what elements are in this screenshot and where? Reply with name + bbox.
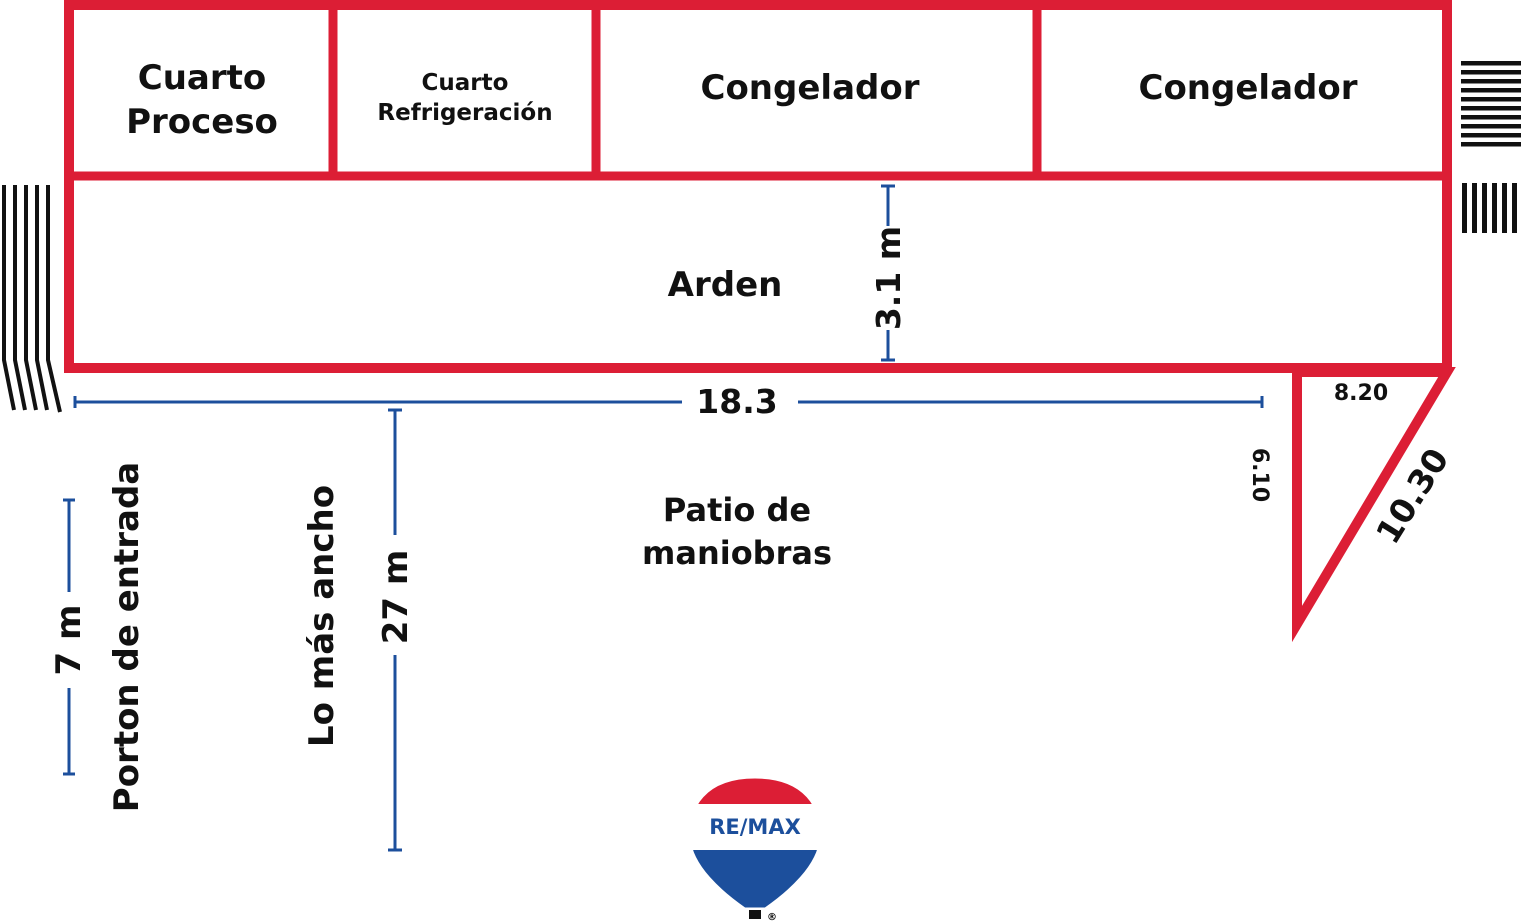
gate-label: Porton de entrada <box>107 462 147 812</box>
right-stripes-vertical <box>1462 183 1517 233</box>
right-stripe-h <box>1461 142 1521 147</box>
dimension-lines <box>63 184 1264 852</box>
right-stripe-v <box>1472 183 1477 233</box>
registered-mark: ® <box>767 912 777 923</box>
cuarto-proceso-label-2: Proceso <box>126 102 278 142</box>
congelador-2-label: Congelador <box>1139 68 1358 108</box>
left-gate-stripes <box>2 185 62 413</box>
remax-brand-text: RE/MAX <box>709 815 801 839</box>
widest-dim-label: 27 m <box>376 550 416 645</box>
cuarto-proceso-label-1: Cuarto <box>138 58 266 98</box>
gate-stripes <box>2 61 1521 413</box>
right-stripe-h <box>1461 70 1521 75</box>
right-stripes-horizontal <box>1461 61 1521 147</box>
right-stripe-h <box>1461 61 1521 66</box>
right-stripe-h <box>1461 79 1521 84</box>
balloon-outline <box>689 777 821 909</box>
right-stripe-v <box>1482 183 1487 233</box>
balloon-basket <box>749 910 761 919</box>
remax-balloon-logo: RE/MAX ® <box>689 777 821 923</box>
cuarto-refrigeracion-label-1: Cuarto <box>422 70 509 96</box>
triangle-side-label: 6.10 <box>1247 448 1272 502</box>
right-stripe-h <box>1461 106 1521 111</box>
triangle-wall <box>1292 367 1456 643</box>
anden-label: Arden <box>668 265 783 305</box>
patio-label-2: maniobras <box>642 534 832 572</box>
right-stripe-h <box>1461 97 1521 102</box>
right-stripe-h <box>1461 115 1521 120</box>
cuarto-refrigeracion-label-2: Refrigeración <box>377 100 552 126</box>
triangle-hypotenuse-label: 10.30 <box>1368 441 1456 550</box>
right-stripe-v <box>1512 183 1517 233</box>
right-stripe-v <box>1462 183 1467 233</box>
patio-label-1: Patio de <box>663 491 811 529</box>
widest-label: Lo más ancho <box>302 485 342 747</box>
gate-dim-label: 7 m <box>49 605 89 676</box>
right-stripe-v <box>1502 183 1507 233</box>
building-walls <box>64 0 1456 643</box>
triangle-top-label: 8.20 <box>1334 381 1388 406</box>
length-dim-label: 18.3 <box>696 382 777 421</box>
right-stripe-h <box>1461 88 1521 93</box>
anden-dim-label: 3.1 m <box>869 226 908 330</box>
right-stripe-v <box>1492 183 1497 233</box>
congelador-1-label: Congelador <box>701 68 920 108</box>
outer-wall <box>64 0 1452 373</box>
right-stripe-h <box>1461 124 1521 129</box>
right-stripe-h <box>1461 133 1521 138</box>
